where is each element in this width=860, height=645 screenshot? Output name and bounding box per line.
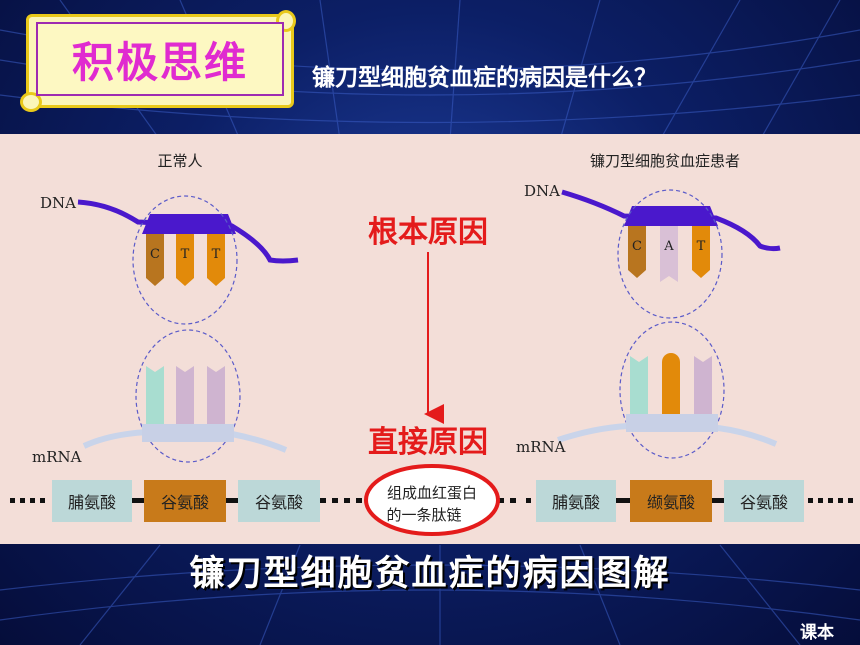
left-rna-bases — [146, 366, 225, 424]
left-amino-1-box — [52, 480, 132, 522]
left-rna-ellipse — [135, 329, 241, 463]
right-dna-label: DNA — [524, 182, 560, 200]
left-dna-bases — [146, 234, 225, 286]
right-rna-ellipse — [619, 321, 725, 459]
chain-label-line1: 组成血红蛋白 — [387, 484, 477, 502]
textbook-link[interactable]: 课本 — [800, 623, 834, 643]
left-base-3: T — [212, 247, 221, 262]
right-rna-bases — [630, 353, 712, 414]
right-dna-block — [624, 206, 718, 226]
right-dna-ellipse — [617, 189, 723, 319]
left-title: 正常人 — [157, 152, 202, 170]
sickle-cell-diagram: 正常人 DNA C T T mRNA 镰刀型细胞贫血症患者 DNA C A T … — [10, 152, 853, 536]
right-amino-2: 缬氨酸 — [647, 493, 695, 512]
left-base-2: T — [181, 247, 190, 262]
right-amino-1: 脯氨酸 — [552, 493, 600, 512]
left-dna-ellipse — [132, 195, 238, 325]
right-amino-3-box — [724, 480, 804, 522]
root-cause-label: 根本原因 — [368, 215, 488, 250]
left-mrna-block — [142, 424, 234, 442]
direct-cause-label: 直接原因 — [368, 425, 488, 460]
question-text: 镰刀型细胞贫血症的病因是什么？ — [312, 65, 657, 91]
right-title: 镰刀型细胞贫血症患者 — [590, 152, 740, 170]
left-base-1: C — [150, 247, 160, 262]
right-dna-bases — [628, 226, 710, 282]
scroll-roll-bottom — [20, 92, 42, 112]
right-base-1: C — [632, 239, 642, 254]
chain-connectors — [132, 498, 724, 503]
left-dna-strand — [77, 199, 299, 264]
chain-dots-left — [10, 498, 531, 503]
right-mrna-label: mRNA — [516, 438, 566, 456]
right-mrna-block — [626, 414, 718, 432]
left-dna-block — [142, 214, 236, 234]
badge-frame: 积极思维 — [36, 22, 284, 96]
left-amino-2-box — [144, 480, 226, 522]
chain-dots-right — [808, 498, 853, 503]
left-amino-3: 谷氨酸 — [255, 493, 303, 512]
left-dna-label: DNA — [40, 194, 76, 212]
right-base-3: T — [697, 239, 706, 254]
right-amino-1-box — [536, 480, 616, 522]
badge-title: 积极思维 — [71, 37, 248, 87]
left-amino-3-box — [238, 480, 320, 522]
diagram-caption: 镰刀型细胞贫血症的病因图解 — [189, 554, 671, 594]
left-amino-1: 脯氨酸 — [68, 493, 116, 512]
chain-highlight-circle — [364, 464, 500, 536]
right-base-2: A — [663, 239, 674, 254]
chain-label-line2: 的一条肽链 — [386, 506, 461, 524]
right-amino-2-box — [630, 480, 712, 522]
left-mrna-label: mRNA — [32, 448, 82, 466]
right-amino-3: 谷氨酸 — [740, 493, 788, 512]
right-dna-strand — [561, 189, 781, 252]
left-amino-2: 谷氨酸 — [161, 493, 209, 512]
